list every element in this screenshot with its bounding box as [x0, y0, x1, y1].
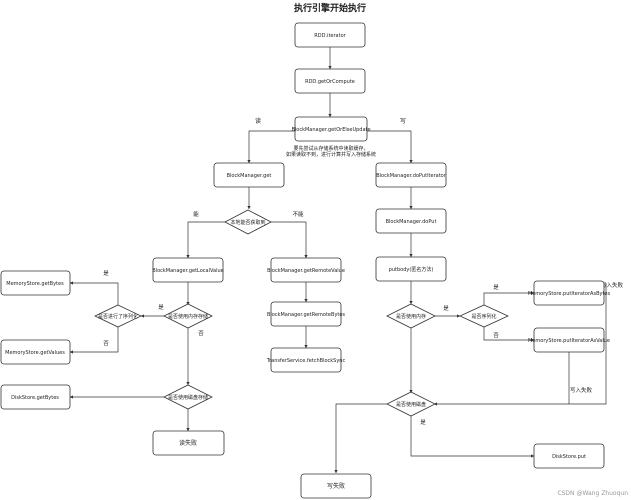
node-bm-doputiterator-label: BlockManager.doPutIterator: [376, 173, 447, 179]
note-line-2: 如果读取不到，进行计算并写入存储系统: [286, 151, 376, 158]
node-transferservice-fetch-label: TransferService.fetchBlockSync: [266, 358, 346, 364]
label-cannot-get: 不能: [292, 210, 304, 218]
node-memorystore-putiteratorasbytes: [533, 280, 605, 306]
label-write-branch: 写: [400, 118, 406, 125]
node-bm-getremotebytes: [270, 301, 342, 327]
node-memorystore-putiteratorasvalue: [533, 327, 605, 353]
decision-put-use-disk-label: 是否使用磁盘: [396, 401, 426, 408]
decision-put-serialized-label: 是否序列化: [471, 313, 496, 320]
node-bm-get-label: BlockManager.get: [227, 173, 272, 179]
node-bm-getremotevalue-label: BlockManager.getRemoteValue: [267, 268, 345, 274]
label-read-branch: 读: [255, 117, 261, 125]
node-bm-doputiterator: [375, 162, 447, 188]
decision-put-use-memory: [386, 303, 436, 329]
node-putbody-label: putbody(匿名方法): [389, 266, 434, 273]
label-mem-no: 否: [198, 330, 204, 337]
label-unroll2-yes: 是: [493, 284, 499, 291]
decision-can-get-locally: [224, 209, 272, 235]
decision-serialized-label: 是否进行了序列化: [98, 313, 138, 320]
label-disk-yes: 是: [420, 419, 426, 426]
node-rdd-getorcompute: [294, 68, 366, 94]
node-memorystore-getbytes-label: MemoryStore.getBytes: [6, 281, 64, 287]
label-write-fail-2: 写入失败: [570, 386, 593, 394]
decisions: 本地能否获取到 是否使用内存存储 是否进行了序列化 是否使用磁盘存储 是否使用内…: [94, 209, 509, 417]
node-diskstore-getbytes-label: DiskStore.getBytes: [11, 395, 59, 401]
node-putbody: [375, 256, 447, 282]
node-bm-getorelseupdate-label: BlockManager.getOrElseUpdate: [291, 127, 370, 133]
decision-put-use-memory-label: 是否使用内存: [396, 313, 426, 320]
decision-put-use-disk: [386, 391, 436, 417]
decision-use-disk-storage-label: 是否使用磁盘存储: [168, 394, 208, 401]
edges: [69, 47, 607, 474]
label-mem-yes: 是: [158, 304, 164, 311]
label-unroll2-no: 否: [493, 332, 499, 339]
label-unroll-yes: 是: [103, 270, 109, 277]
node-memorystore-getvalues-label: MemoryStore.getValues: [5, 350, 65, 356]
decision-use-memory-storage: [163, 303, 213, 329]
node-bm-getorelseupdate: [294, 116, 368, 142]
node-read-fail: [152, 430, 225, 456]
node-memorystore-putiteratorasvalue-label: MemoryStore.putIteratorAsValue: [528, 338, 610, 344]
label-write-fail-1: 写入失败: [601, 281, 624, 289]
node-bm-getremotebytes-label: BlockManager.getRemoteBytes: [267, 312, 345, 318]
node-rdd-iterator-label: RDD.iterator: [314, 33, 346, 39]
decision-use-memory-storage-label: 是否使用内存存储: [168, 313, 208, 320]
node-write-fail: [300, 473, 372, 499]
node-memorystore-getvalues: [0, 339, 71, 365]
node-rdd-getorcompute-label: RDD.getOrCompute: [305, 79, 355, 85]
decision-can-get-locally-label: 本地能否获取到: [230, 219, 265, 226]
node-rdd-iterator: [294, 22, 366, 48]
node-bm-getremotevalue: [270, 257, 342, 283]
node-bm-getlocalvalue: [152, 257, 224, 283]
node-bm-get: [213, 162, 285, 188]
node-diskstore-put: [533, 443, 605, 469]
node-diskstore-put-label: DiskStore.put: [552, 454, 586, 460]
edge-labels: 读 写 要先尝试从存储系统中读取缓存， 如果读取不到，进行计算并写入存储系统 能…: [103, 117, 623, 426]
node-read-fail-label: 读失败: [179, 439, 197, 447]
node-transferservice-fetch: [270, 347, 342, 373]
decision-use-disk-storage: [163, 384, 213, 410]
nodes: RDD.iterator RDD.getOrCompute BlockManag…: [0, 22, 611, 499]
note-line-1: 要先尝试从存储系统中读取缓存，: [293, 145, 368, 152]
label-putmem-yes: 是: [443, 305, 449, 312]
label-can-get: 能: [193, 210, 199, 218]
node-bm-doput-label: BlockManager.doPut: [386, 219, 437, 225]
node-bm-getlocalvalue-label: BlockManager.getLocalValue: [152, 268, 223, 274]
diagram-title: 执行引擎开始执行: [294, 2, 366, 14]
watermark: CSDN @Wang Zhuoqun: [557, 490, 628, 497]
decision-put-serialized: [459, 304, 509, 328]
decision-serialized: [94, 304, 142, 328]
node-bm-doput: [375, 208, 447, 234]
node-diskstore-getbytes: [0, 384, 71, 410]
node-write-fail-label: 写失败: [327, 482, 345, 490]
label-unroll-no: 否: [103, 340, 109, 347]
node-memorystore-putiteratorasbytes-label: MemoryStore.putIteratorAsBytes: [528, 291, 611, 297]
node-memorystore-getbytes: [0, 270, 71, 296]
